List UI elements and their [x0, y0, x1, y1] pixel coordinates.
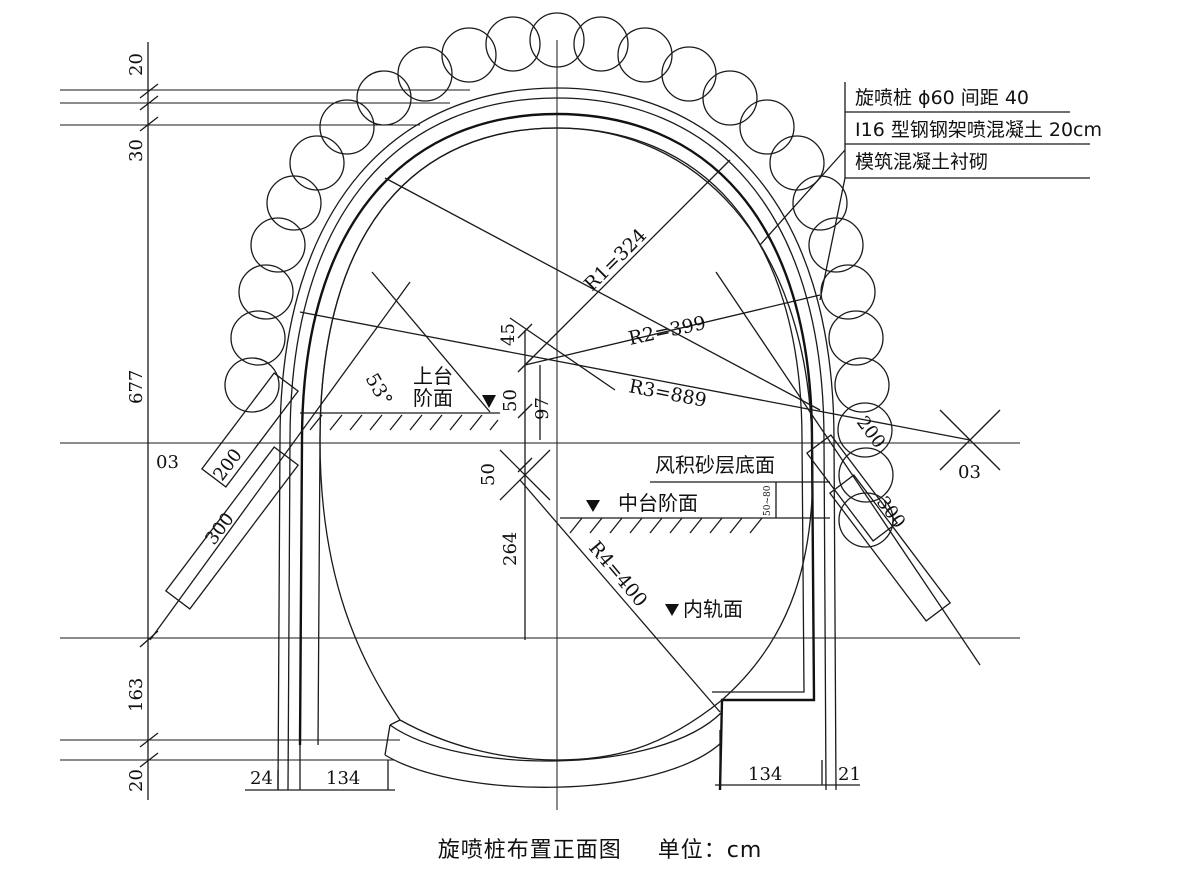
- pile-circle: [224, 357, 280, 413]
- pile-circle: [441, 27, 497, 83]
- pile-circle: [289, 135, 345, 191]
- level-markers: [482, 395, 679, 616]
- dim-left-second: 30: [126, 139, 147, 162]
- legend-pile: 旋喷桩 ϕ60 间距 40: [855, 87, 1029, 109]
- caption-title: 旋喷桩布置正面图: [437, 838, 622, 863]
- pile-circle: [266, 175, 322, 231]
- pile-circle: [838, 447, 894, 503]
- dim-c50b: 50: [478, 463, 499, 486]
- pile-circle: [838, 492, 894, 548]
- section-marker-left: 03: [156, 452, 179, 473]
- dim-bot-24: 24: [250, 768, 273, 789]
- caption-unit: 单位：cm: [657, 838, 763, 863]
- pile-circle: [792, 175, 848, 231]
- dim-c45: 45: [498, 323, 519, 346]
- construction-lines: [149, 159, 1001, 713]
- inclined-piles: [164, 372, 952, 622]
- sand-layer-label: 风积砂层底面: [655, 453, 775, 477]
- dim-left-lower: 163: [126, 678, 147, 712]
- pile-circle: [820, 264, 876, 320]
- legend-text: 旋喷桩 ϕ60 间距 40 I16 型钢钢架喷混凝土 20cm 模筑混凝土衬砌: [855, 87, 1102, 173]
- jet-grouting-piles: [224, 12, 894, 548]
- upper-stage-label-2: 阶面: [413, 386, 453, 410]
- pile-circle: [808, 217, 864, 273]
- dim-left-main: 677: [126, 370, 147, 404]
- pile-circle: [702, 70, 758, 126]
- radius-r1: R1=324: [580, 224, 651, 295]
- rail-marker: [665, 604, 679, 616]
- middle-stage-label: 中台阶面: [618, 491, 698, 515]
- middle-stage-marker: [586, 500, 600, 512]
- dim-left-rect-outer: 300: [201, 509, 238, 549]
- dim-small-gap: 50~80: [763, 485, 773, 516]
- figure-caption: 旋喷桩布置正面图 单位：cm: [0, 832, 1200, 864]
- pile-circle: [238, 264, 294, 320]
- angle-label: 53°: [361, 370, 397, 410]
- pile-circle: [485, 16, 541, 72]
- rail-label: 内轨面: [683, 597, 743, 621]
- pile-circle: [834, 357, 890, 413]
- legend-support: I16 型钢钢架喷混凝土 20cm: [855, 119, 1102, 141]
- dim-c97: 97: [532, 397, 553, 420]
- tunnel-lining: [277, 87, 837, 791]
- pile-circle: [319, 99, 375, 155]
- pile-circle: [356, 70, 412, 126]
- reference-lines: [60, 40, 1020, 810]
- legend-leaders: [759, 82, 1090, 301]
- dim-bot-21: 21: [838, 764, 861, 785]
- radius-r3: R3=889: [627, 375, 708, 412]
- pile-circle: [250, 217, 306, 273]
- pile-circle: [397, 46, 453, 102]
- pile-circle: [828, 310, 884, 366]
- center-dimensions: [517, 323, 541, 640]
- pile-circle: [739, 99, 795, 155]
- dim-bot-134b: 134: [748, 764, 782, 785]
- stage-labels: 上台 阶面 中台阶面 内轨面 风积砂层底面 53°: [361, 364, 775, 621]
- pile-circle: [617, 27, 673, 83]
- tunnel-section-drawing: 旋喷桩 ϕ60 间距 40 I16 型钢钢架喷混凝土 20cm 模筑混凝土衬砌 …: [60, 12, 1102, 810]
- dim-c264: 264: [500, 532, 521, 566]
- pile-circle: [661, 46, 717, 102]
- dim-c50a: 50: [500, 389, 521, 412]
- legend-lining: 模筑混凝土衬砌: [855, 151, 988, 173]
- section-marker-right: 03: [958, 462, 981, 483]
- middle-stage-floor: [560, 481, 830, 534]
- dimension-labels: 20 30 677 163 20 45 50 97 50 264 24 134 …: [126, 53, 909, 792]
- dim-bot-134a: 134: [326, 768, 360, 789]
- upper-stage-floor: [300, 412, 500, 431]
- radius-r4: R4=400: [584, 537, 651, 611]
- dim-left-top: 20: [126, 53, 147, 76]
- pile-circle: [573, 16, 629, 72]
- pile-circle: [230, 310, 286, 366]
- upper-stage-marker: [482, 395, 496, 408]
- bottom-dimensions: [245, 730, 860, 791]
- upper-stage-label-1: 上台: [413, 364, 453, 388]
- pile-circle: [529, 12, 585, 68]
- section-markers: 03 03: [156, 452, 981, 483]
- dim-right-rect-outer: 300: [872, 492, 909, 532]
- pile-circle: [837, 402, 893, 458]
- dim-left-bottom: 20: [126, 769, 147, 792]
- radius-labels: R1=324 R2=399 R3=889 R4=400: [580, 224, 708, 611]
